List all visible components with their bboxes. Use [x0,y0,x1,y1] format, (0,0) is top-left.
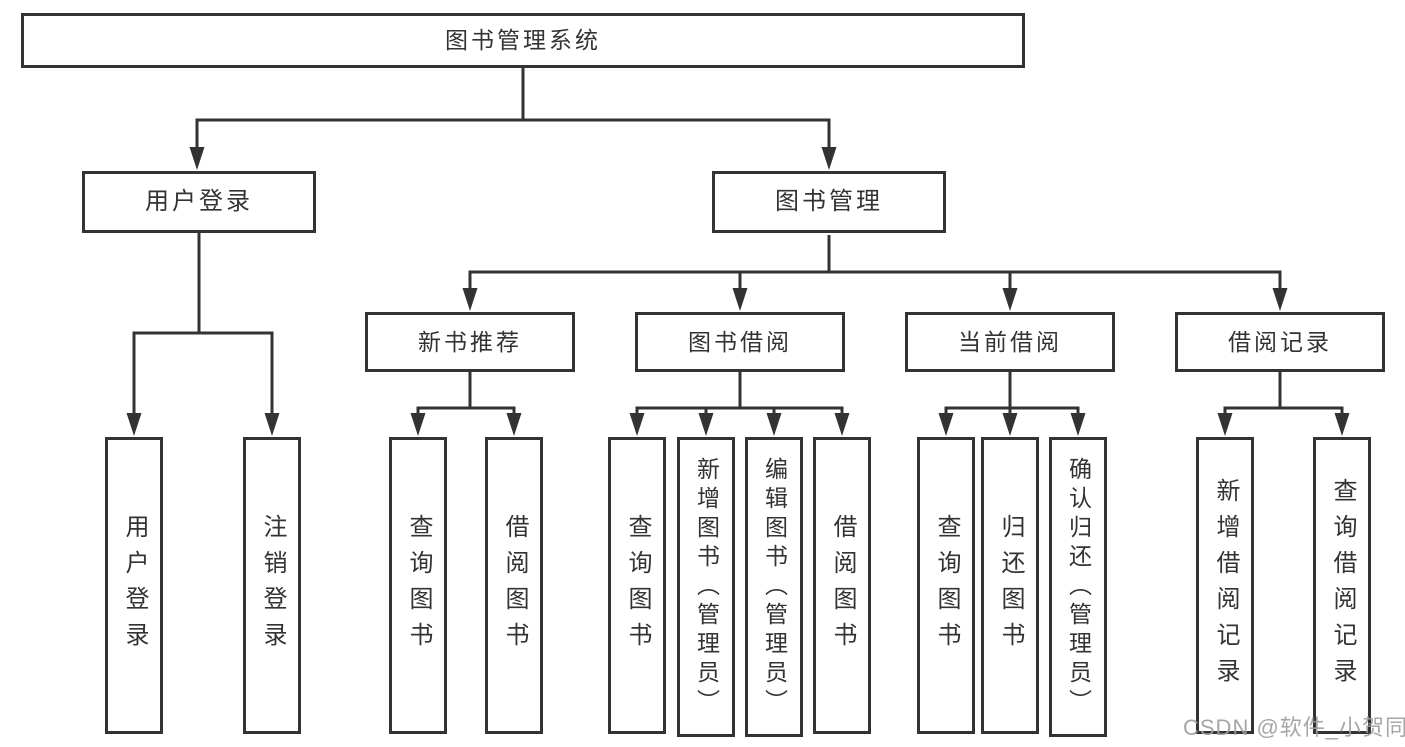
node-new-book-recommendation: 新书推荐 [365,312,575,372]
node-current-borrowing: 当前借阅 [905,312,1115,372]
node-library-management-system: 图书管理系统 [21,13,1025,68]
leaf-add-books-admin: 新增图书（管理员） [677,437,735,737]
connector-book-mgmt-branch [468,235,1282,291]
leaf-query-books-recommendation: 查询图书 [389,437,447,734]
connector-root-branch [195,68,831,150]
connector-current-borrow-branch [944,372,1080,415]
node-borrowing-records: 借阅记录 [1175,312,1385,372]
leaf-user-login: 用户登录 [105,437,163,734]
leaf-logout: 注销登录 [243,437,301,734]
connector-user-login-branch [132,233,274,415]
node-user-login: 用户登录 [82,171,316,233]
leaf-query-books-borrowing: 查询图书 [608,437,666,734]
leaf-query-borrow-record: 查询借阅记录 [1313,437,1371,734]
leaf-query-books-current: 查询图书 [917,437,975,734]
node-book-borrowing: 图书借阅 [635,312,845,372]
connector-arrowheads [126,147,1350,436]
connector-book-borrow-branch [635,372,844,415]
node-book-management: 图书管理 [712,171,946,233]
leaf-return-books: 归还图书 [981,437,1039,734]
leaf-confirm-return-admin: 确认归还（管理员） [1049,437,1107,737]
leaf-edit-books-admin: 编辑图书（管理员） [745,437,803,737]
csdn-watermark: CSDN @软件_小贺同学 [1183,715,1405,740]
leaf-borrow-books-borrowing: 借阅图书 [813,437,871,734]
connector-borrow-records-branch [1223,372,1344,415]
leaf-borrow-books-recommendation: 借阅图书 [485,437,543,734]
leaf-add-borrow-record: 新增借阅记录 [1196,437,1254,734]
connector-new-book-branch [416,372,516,415]
